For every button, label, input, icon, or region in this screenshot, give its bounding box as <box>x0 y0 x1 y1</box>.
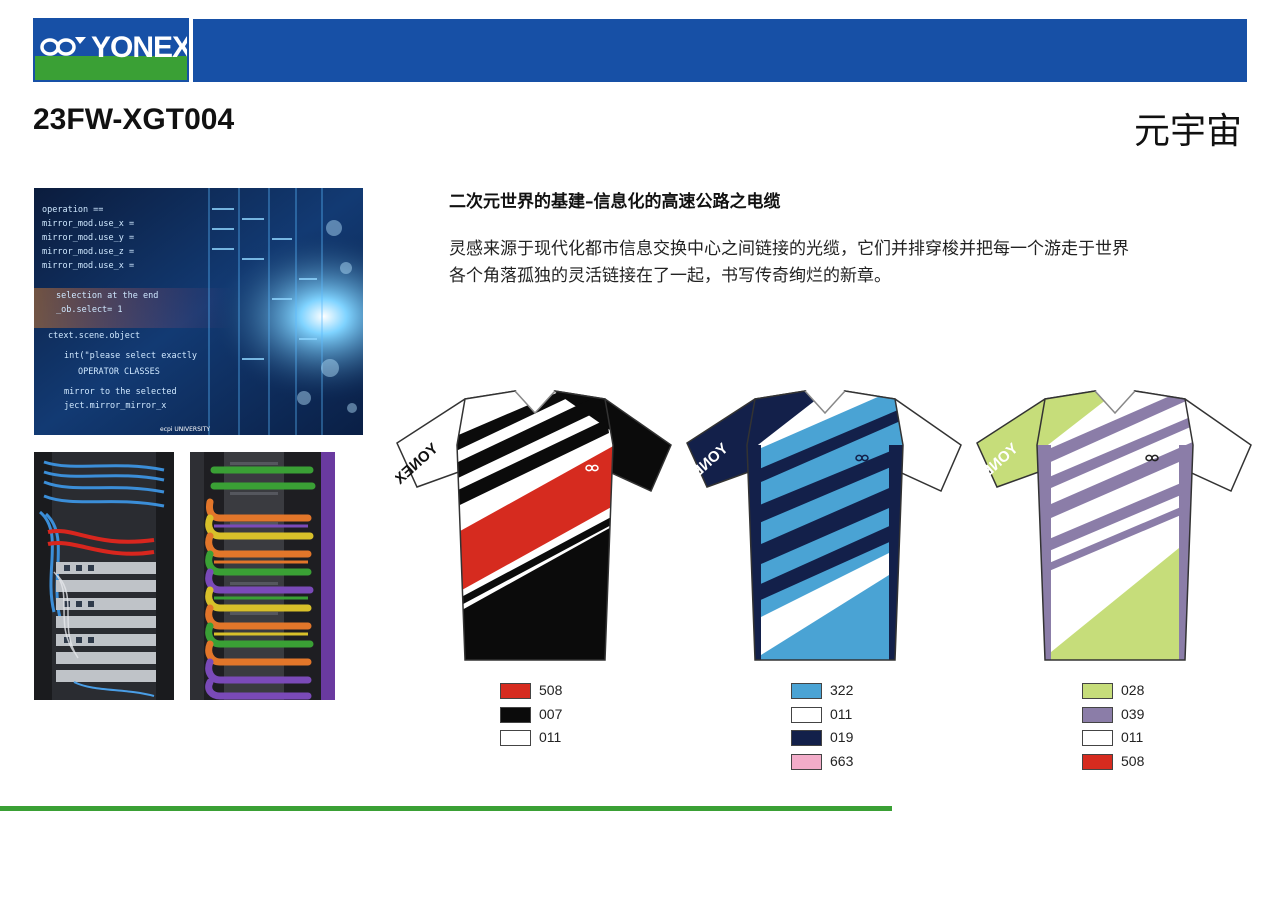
yonex-mark-icon <box>855 454 869 462</box>
jersey-red-black: YONEX <box>395 390 672 661</box>
color-code: 039 <box>1121 705 1145 722</box>
color-swatch <box>500 683 531 699</box>
logo-green-band <box>35 56 187 80</box>
jersey-blue-navy: YONEX <box>685 390 962 661</box>
color-swatch <box>1082 730 1113 746</box>
network-rack-photo <box>34 452 174 700</box>
design-description: 灵感来源于现代化都市信息交换中心之间链接的光缆，它们并排穿梭并把每一个游走于世界… <box>449 236 1229 290</box>
code-line: int("please select exactly <box>64 351 197 361</box>
code-line: mirror to the selected <box>64 387 177 397</box>
color-swatch <box>1082 683 1113 699</box>
code-line: ject.mirror_mirror_x <box>64 401 166 411</box>
yonex-logo: YONEX <box>33 18 189 82</box>
code-line: mirror_mod.use_x = <box>42 261 134 271</box>
model-code: 23FW-XGT004 <box>33 103 235 136</box>
color-code: 019 <box>830 729 854 745</box>
color-swatch <box>1082 753 1113 770</box>
description-line: 各个角落孤独的灵活链接在了一起，书写传奇绚烂的新章。 <box>449 266 891 286</box>
color-swatch <box>791 753 822 770</box>
logo-wordmark: YONEX <box>91 31 189 64</box>
color-code: 322 <box>830 682 854 698</box>
color-swatch <box>500 730 531 746</box>
color-swatch <box>791 683 822 699</box>
yonex-mark-icon <box>1145 454 1159 462</box>
code-line: _ob.select= 1 <box>56 305 123 315</box>
code-line: OPERATOR CLASSES <box>78 367 160 377</box>
yonex-mark-icon <box>585 464 599 472</box>
jersey-lime-purple: YONEX <box>975 390 1252 661</box>
color-swatch <box>791 706 822 723</box>
yonex-mark-icon <box>40 37 86 56</box>
theme-title: 元宇宙 <box>1133 111 1242 152</box>
header-bar <box>193 19 1247 82</box>
server-code-photo: operation == mirror_mod.use_x = mirror_m… <box>34 188 363 435</box>
photo-watermark: ecpi UNIVERSITY <box>160 426 210 433</box>
code-line: mirror_mod.use_y = <box>42 233 134 243</box>
cable-bundles-photo <box>190 452 335 700</box>
color-swatch <box>1082 706 1113 723</box>
design-headline: 二次元世界的基建–信息化的高速公路之电缆 <box>449 192 781 212</box>
color-code: 028 <box>1121 682 1145 698</box>
code-line: mirror_mod.use_z = <box>42 247 134 257</box>
color-code: 508 <box>1121 752 1145 769</box>
code-line: ctext.scene.object <box>48 331 140 341</box>
color-code: 007 <box>539 705 563 722</box>
color-swatch <box>500 706 531 723</box>
color-code: 011 <box>830 705 853 722</box>
code-line: selection at the end <box>56 291 158 301</box>
description-line: 灵感来源于现代化都市信息交换中心之间链接的光缆，它们并排穿梭并把每一个游走于世界 <box>449 239 1129 259</box>
color-code: 011 <box>539 729 562 745</box>
color-swatch <box>791 730 822 746</box>
color-code: 663 <box>830 752 854 769</box>
footer-green-rule <box>0 806 892 811</box>
code-line: operation == <box>42 205 103 215</box>
color-code: 508 <box>539 682 563 698</box>
color-code: 011 <box>1121 729 1144 745</box>
code-line: mirror_mod.use_x = <box>42 219 134 229</box>
